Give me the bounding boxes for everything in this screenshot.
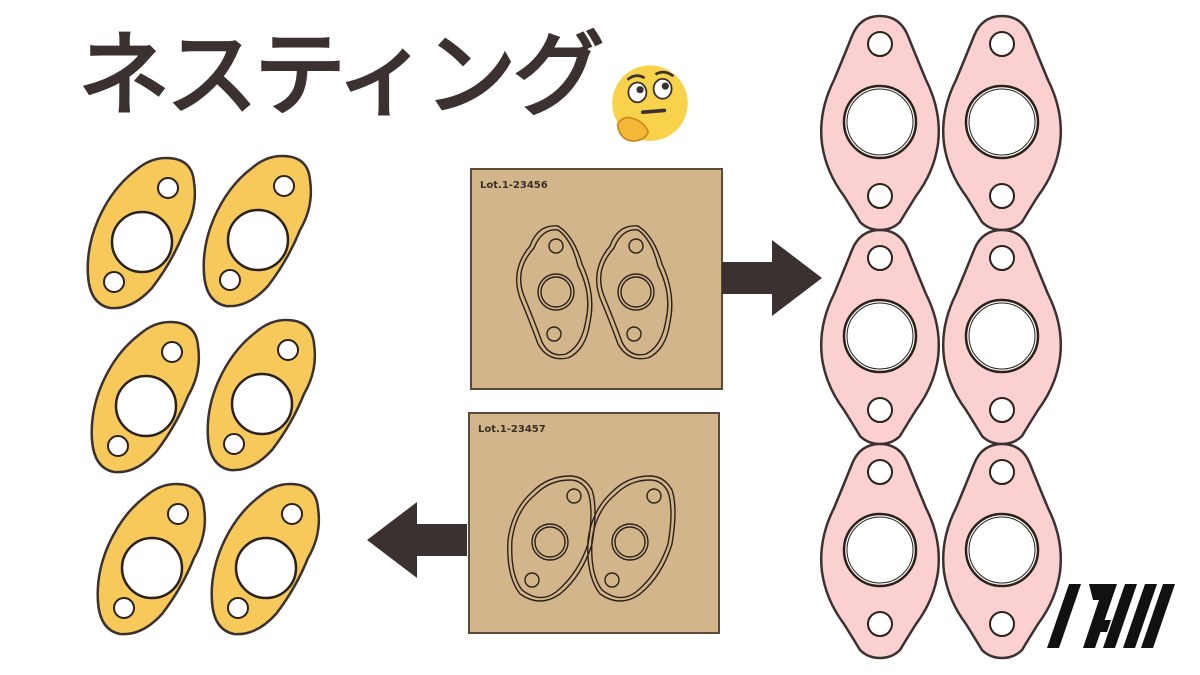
nested-parts-outline-1	[516, 225, 673, 360]
nested-parts-outline-2	[507, 475, 676, 602]
lot-label-2: Lot.1-23457	[478, 424, 546, 435]
thinking-face-icon	[612, 65, 688, 142]
material-board-1: Lot.1-23456	[470, 168, 723, 390]
material-board-2: Lot.1-23457	[468, 412, 720, 634]
lot-label-1: Lot.1-23456	[480, 180, 548, 191]
pink-gasket-group	[819, 14, 1063, 660]
arrow-right-icon	[722, 240, 822, 316]
arrow-left-icon	[367, 502, 467, 578]
yellow-gasket-group	[86, 154, 321, 636]
page-title: ネスティング	[78, 22, 604, 129]
brand-logo-icon	[1047, 584, 1175, 648]
